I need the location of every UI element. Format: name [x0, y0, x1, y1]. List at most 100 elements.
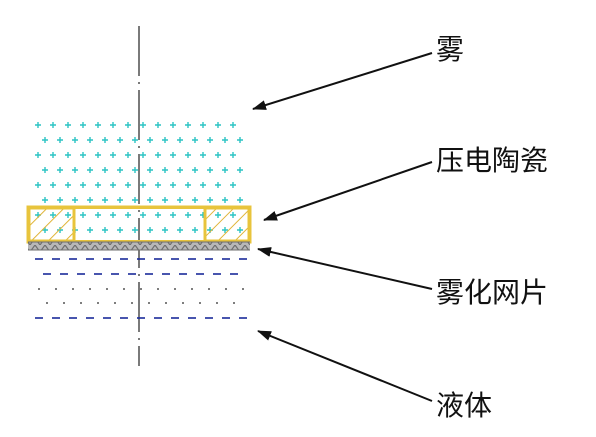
mist-particle: [192, 227, 198, 233]
mist-particle: [110, 212, 116, 218]
label-liquid: 液体: [436, 389, 493, 422]
mist-particle: [230, 182, 236, 188]
mist-particle: [237, 137, 243, 143]
mist-particle: [72, 197, 78, 203]
mist-particle: [35, 122, 41, 128]
mist-particle: [50, 182, 56, 188]
mist-particle: [80, 122, 86, 128]
mist-particle: [110, 152, 116, 158]
mist-particle: [132, 167, 138, 173]
mist-particle: [65, 152, 71, 158]
mist-particle: [125, 182, 131, 188]
mist-particle: [50, 152, 56, 158]
mist-particle: [155, 152, 161, 158]
liquid-dot: [191, 288, 193, 290]
mist-particle: [170, 122, 176, 128]
atomizing-mesh: [28, 241, 250, 251]
liquid-region: [35, 258, 247, 319]
mist-particle: [185, 182, 191, 188]
mist-particle: [125, 212, 131, 218]
liquid-dot: [165, 302, 167, 304]
liquid-dot: [148, 302, 150, 304]
mist-particle: [162, 227, 168, 233]
mist-particle: [57, 197, 63, 203]
mist-particle: [177, 197, 183, 203]
mist-particle: [42, 167, 48, 173]
mist-particle: [110, 122, 116, 128]
mist-particle: [185, 122, 191, 128]
mist-particle: [102, 227, 108, 233]
mist-particle: [117, 197, 123, 203]
mist-particle: [177, 167, 183, 173]
mist-particle: [147, 227, 153, 233]
mist-particle: [200, 152, 206, 158]
liquid-dot: [182, 302, 184, 304]
mist-particle: [102, 197, 108, 203]
mist-particle: [237, 167, 243, 173]
piezo-right-section: [203, 206, 251, 243]
mist-particle: [222, 197, 228, 203]
mist-particle: [57, 137, 63, 143]
mist-particle: [35, 182, 41, 188]
mist-particle: [72, 137, 78, 143]
arrow-to-liquid: [257, 330, 433, 402]
mist-particle: [162, 137, 168, 143]
liquid-dot: [242, 288, 244, 290]
liquid-dot: [174, 288, 176, 290]
mist-particle: [207, 167, 213, 173]
mist-particle: [110, 182, 116, 188]
piezo-ceramic-ring: [26, 205, 252, 244]
mist-particle: [155, 182, 161, 188]
arrow-to-mesh: [257, 247, 433, 290]
mist-particle: [147, 167, 153, 173]
liquid-dot: [63, 302, 65, 304]
mist-particle: [200, 182, 206, 188]
liquid-dot: [114, 302, 116, 304]
mist-particle: [50, 122, 56, 128]
liquid-dot: [89, 288, 91, 290]
mist-particle: [207, 137, 213, 143]
mist-particle: [192, 137, 198, 143]
mist-particle: [117, 137, 123, 143]
mist-particle: [87, 167, 93, 173]
mist-particle: [42, 137, 48, 143]
mist-particle: [215, 182, 221, 188]
mist-particle: [147, 197, 153, 203]
mist-particle: [42, 197, 48, 203]
mist-particle: [192, 167, 198, 173]
label-atomizing-mesh: 雾化网片: [436, 276, 549, 309]
mist-particle: [177, 227, 183, 233]
mist-particle: [237, 197, 243, 203]
label-piezo-ceramic: 压电陶瓷: [436, 144, 549, 177]
mist-particle: [132, 227, 138, 233]
mist-particle: [72, 167, 78, 173]
mist-particle: [170, 212, 176, 218]
liquid-dot: [80, 302, 82, 304]
mist-particle: [132, 137, 138, 143]
mist-particle: [132, 197, 138, 203]
arrow-to-mist: [252, 52, 433, 110]
mist-particle: [65, 182, 71, 188]
mist-particle: [170, 182, 176, 188]
label-mist: 雾: [436, 33, 465, 66]
mist-particle: [95, 122, 101, 128]
mist-particle: [87, 227, 93, 233]
mist-particle: [170, 152, 176, 158]
mist-particle: [87, 197, 93, 203]
mist-particle: [35, 152, 41, 158]
liquid-dot: [157, 288, 159, 290]
mist-particle: [117, 167, 123, 173]
mist-particle: [230, 122, 236, 128]
liquid-dot: [38, 288, 40, 290]
liquid-dot: [131, 302, 133, 304]
mist-particle: [125, 122, 131, 128]
mist-particle: [230, 152, 236, 158]
mist-particle: [95, 182, 101, 188]
liquid-dot: [97, 302, 99, 304]
liquid-dot: [140, 288, 142, 290]
mist-particle: [215, 122, 221, 128]
liquid-dot: [106, 288, 108, 290]
mist-particle: [155, 212, 161, 218]
mist-particle: [95, 152, 101, 158]
